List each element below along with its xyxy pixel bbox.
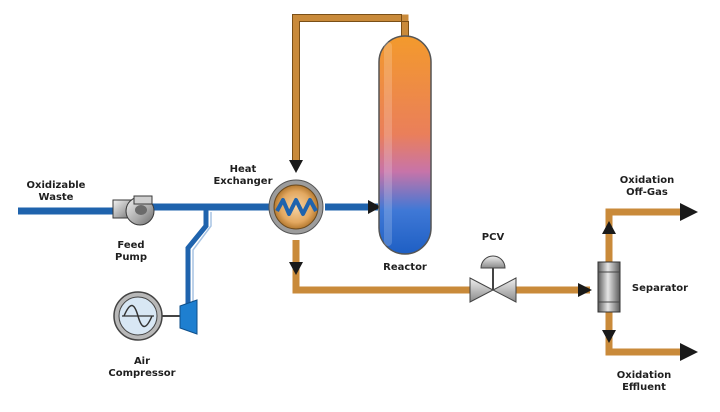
arrow-down-into-exchanger-icon [289,160,303,173]
heat-exchanger-icon [268,179,324,235]
reactor-overhead-line [292,14,409,160]
diagram-labels: Oxidizable Waste Heat Exchanger Feed Pum… [27,164,689,393]
air-compressor-icon [113,291,198,341]
arrow-into-separator-icon [578,283,592,297]
hot-stream-piping [292,14,680,356]
hot-stream-outline [292,14,409,160]
arrow-down-effluent-icon [602,330,616,343]
effluent-line [605,312,680,356]
label-offgas-2: Off-Gas [626,187,668,198]
label-oxidizable-waste-2: Waste [39,192,74,203]
reactor-vessel-icon [378,35,432,255]
air-line [185,210,209,315]
feed-pump-icon [112,195,155,226]
label-effluent-2: Effluent [622,382,666,393]
arrow-down-exchanger-outlet-icon [289,262,303,275]
arrow-effluent-out-icon [680,343,698,361]
label-heat-exchanger-1: Heat [230,164,257,175]
exchanger-outlet-line [292,240,470,294]
arrow-offgas-out-icon [680,203,698,221]
label-heat-exchanger-2: Exchanger [213,176,272,187]
label-effluent-1: Oxidation [617,370,671,381]
label-oxidizable-waste-1: Oxidizable [27,180,86,191]
arrow-up-offgas-icon [602,221,616,234]
pcv-valve-icon [469,255,517,303]
label-separator: Separator [632,283,688,294]
offgas-line [605,208,680,262]
label-air-compressor-1: Air [134,356,150,367]
label-air-compressor-2: Compressor [108,368,175,379]
cold-stream-piping [18,203,378,315]
label-feed-pump-1: Feed [117,240,144,251]
label-reactor: Reactor [383,262,427,273]
label-feed-pump-2: Pump [115,252,147,263]
label-pcv: PCV [482,232,505,243]
arrow-into-reactor-icon [368,200,381,214]
label-offgas-1: Oxidation [620,175,674,186]
separator-icon [597,261,621,313]
